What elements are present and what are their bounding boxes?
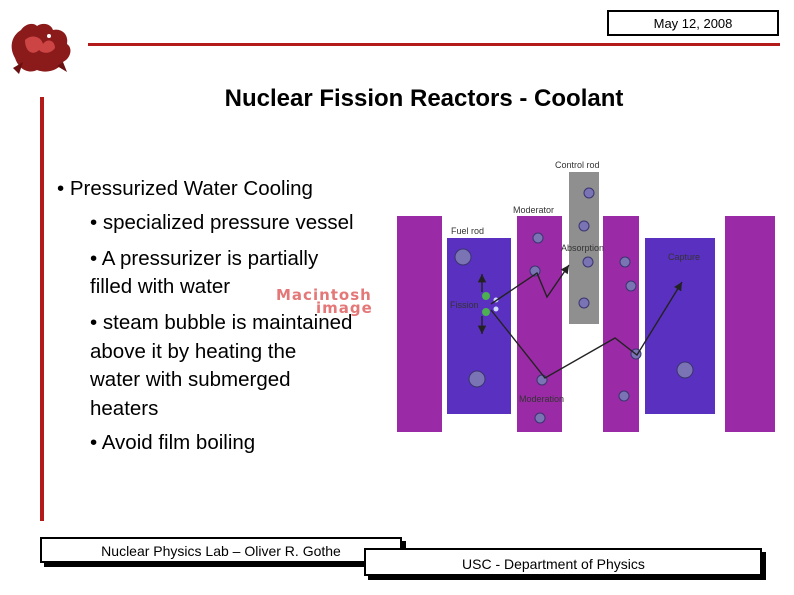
footer-department: USC - Department of Physics: [364, 548, 762, 576]
bullet-sub-4: • Avoid film boiling: [90, 431, 256, 454]
left-divider: [40, 97, 44, 521]
bullet-sub-2-cont: filled with water: [90, 275, 231, 298]
placeholder-line-1: Macintosh: [276, 286, 372, 304]
bullet-sub-1: • specialized pressure vessel: [90, 211, 354, 234]
bullet-main: • Pressurized Water Cooling: [57, 177, 313, 200]
label-capture: Capture: [668, 252, 700, 262]
moderator-block-2: [517, 216, 562, 432]
bullet-sub-2: • A pressurizer is partially: [90, 247, 319, 270]
label-control-rod: Control rod: [555, 160, 600, 170]
date-label: May 12, 2008: [607, 10, 779, 36]
macintosh-image-placeholder: Macintosh image: [276, 286, 404, 329]
label-moderator: Moderator: [513, 205, 554, 215]
bullet-sub-3-cont-3: heaters: [90, 397, 159, 420]
slide-title: Nuclear Fission Reactors - Coolant: [224, 85, 624, 112]
label-fission: Fission: [450, 300, 479, 310]
label-moderation: Moderation: [519, 394, 564, 404]
label-fuel-rod: Fuel rod: [451, 226, 484, 236]
top-divider: [88, 43, 780, 46]
bullet-sub-3-cont-2: water with submerged: [90, 368, 291, 391]
reactor-diagram: Control rod Moderator Fuel rod Absorptio…: [397, 160, 775, 432]
moderator-block-4: [725, 216, 775, 432]
fuel-rod-right: [645, 238, 715, 414]
gamecock-logo-icon: [11, 23, 71, 74]
bullet-sub-3: • steam bubble is maintained: [90, 311, 353, 334]
moderator-block-1: [397, 216, 442, 432]
bullet-sub-3-cont-1: above it by heating the: [90, 340, 297, 363]
fuel-rod-left: [447, 238, 511, 414]
placeholder-line-2: image: [316, 299, 373, 317]
footer-author: Nuclear Physics Lab – Oliver R. Gothe: [40, 537, 402, 563]
label-absorption: Absorption: [561, 243, 604, 253]
